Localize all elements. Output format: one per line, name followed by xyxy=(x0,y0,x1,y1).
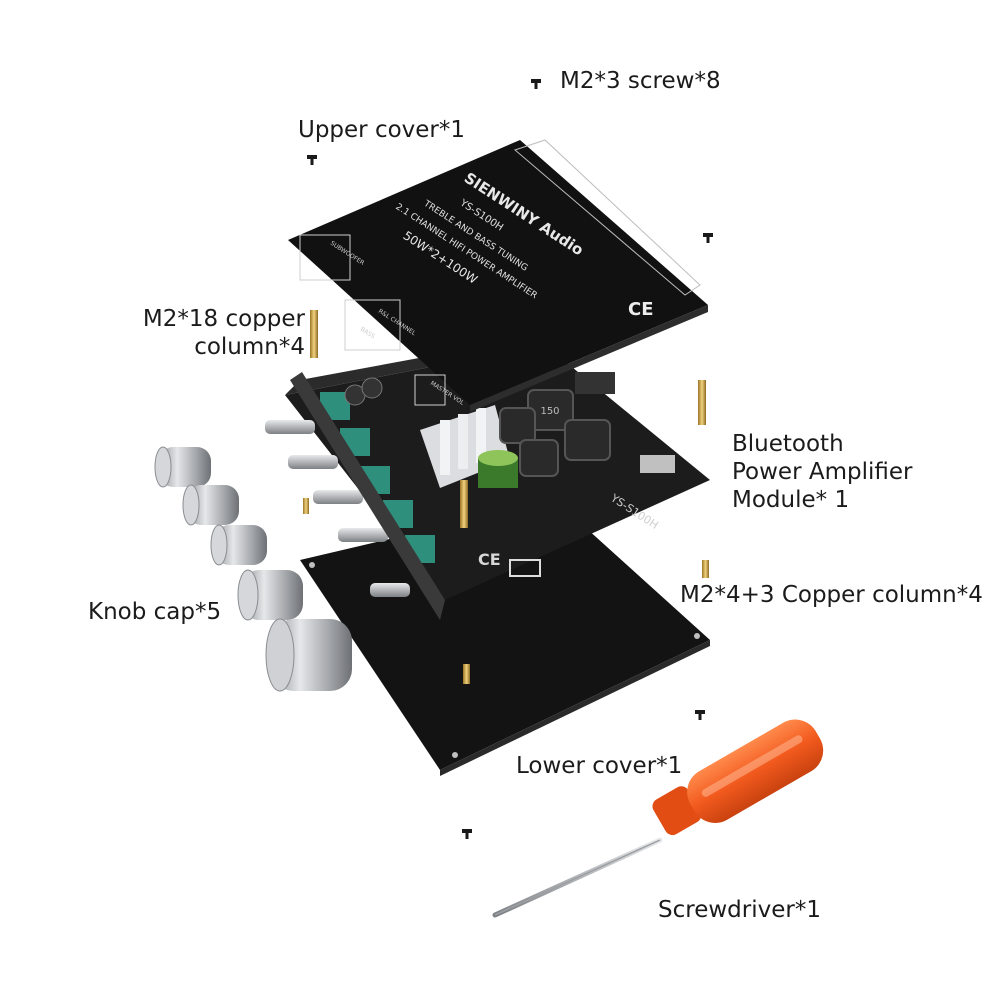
knob-caps xyxy=(154,446,352,692)
inductors: 150 xyxy=(499,389,611,477)
module-label: Bluetooth Power Amplifier Module* 1 xyxy=(732,430,912,514)
module-label-line1: Bluetooth xyxy=(732,431,844,457)
upper-ce-print: CE xyxy=(628,299,654,320)
short-copper-columns xyxy=(303,498,709,684)
long-copper-column-label-line1: M2*18 copper xyxy=(142,306,305,332)
screws-label: M2*3 screw*8 xyxy=(560,68,721,94)
knob-shafts xyxy=(265,420,410,597)
inductor-label: 150 xyxy=(540,406,559,417)
module-label-line3: Module* 1 xyxy=(732,487,850,513)
upper-bass-print: BASS xyxy=(359,326,376,341)
module-ce-print: CE xyxy=(478,550,501,569)
bluetooth-antenna xyxy=(509,559,541,577)
long-copper-column-label: M2*18 copper column*4 xyxy=(140,305,305,361)
long-copper-column-label-line2: column*4 xyxy=(194,334,305,360)
screwdriver-label: Screwdriver*1 xyxy=(658,897,821,923)
long-copper-column xyxy=(310,310,318,358)
bluetooth-amplifier-module: 150 YS-S100H CE xyxy=(265,332,710,620)
upper-cover-label: Upper cover*1 xyxy=(298,117,466,143)
screws xyxy=(307,79,713,839)
knob-cap-label: Knob cap*5 xyxy=(88,599,222,625)
module-label-line2: Power Amplifier xyxy=(732,459,913,485)
short-copper-column-label: M2*4+3 Copper column*4 xyxy=(680,582,983,608)
capacitor xyxy=(478,450,518,488)
screwdriver xyxy=(492,719,824,918)
lower-cover-label: Lower cover*1 xyxy=(516,753,683,779)
